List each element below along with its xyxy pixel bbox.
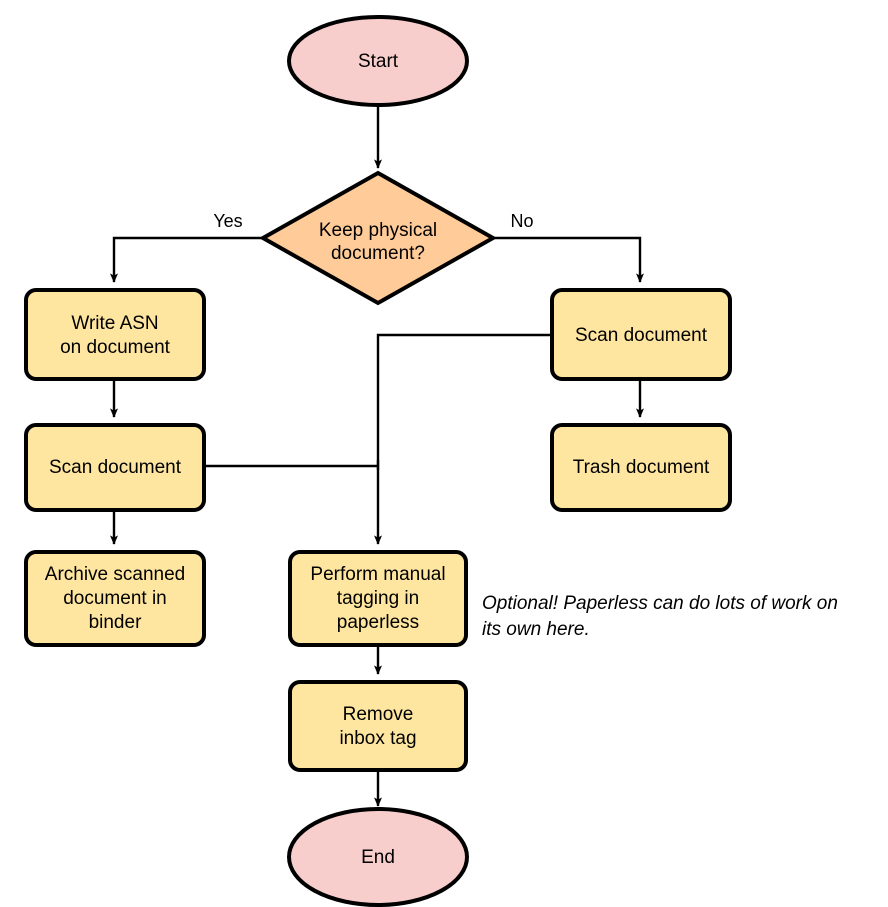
connector-layer bbox=[110, 105, 644, 807]
perform-manual-tagging-label-line-3: paperless bbox=[337, 612, 419, 633]
node-end[interactable]: End bbox=[287, 807, 469, 907]
archive-scanned-label-line-1: Archive scanned bbox=[45, 564, 185, 585]
start-label: Start bbox=[358, 51, 399, 72]
trash-document-label: Trash document bbox=[573, 457, 710, 478]
edge-decision-to-scan-right bbox=[493, 236, 644, 283]
write-asn-box bbox=[24, 288, 206, 381]
node-archive-scanned[interactable]: Archive scanned document in binder bbox=[24, 550, 206, 647]
start-ellipse bbox=[287, 15, 469, 107]
node-write-asn[interactable]: Write ASN on document bbox=[24, 288, 206, 381]
write-asn-label-line-2: on document bbox=[60, 337, 171, 358]
decision-label-line-2: document? bbox=[331, 243, 425, 264]
perform-manual-tagging-box bbox=[288, 550, 468, 647]
scan-document-left-label: Scan document bbox=[49, 457, 182, 478]
node-remove-inbox-tag[interactable]: Remove inbox tag bbox=[288, 680, 468, 772]
node-decision-keep-physical[interactable]: Keep physical document? bbox=[258, 170, 498, 306]
node-start[interactable]: Start bbox=[287, 15, 469, 107]
node-trash-document[interactable]: Trash document bbox=[550, 423, 732, 512]
perform-manual-tagging-label-line-1: Perform manual bbox=[310, 564, 445, 585]
archive-scanned-label-line-2: document in bbox=[63, 588, 167, 609]
write-asn-label-line-1: Write ASN bbox=[71, 313, 158, 334]
scan-document-right-label: Scan document bbox=[575, 325, 708, 346]
edge-scan-right-to-tagging bbox=[376, 333, 552, 470]
end-label: End bbox=[361, 847, 395, 868]
optional-note-line-1: Optional! Paperless can do lots of work … bbox=[482, 593, 838, 614]
edge-label-no: No bbox=[510, 211, 533, 231]
decision-diamond bbox=[258, 170, 498, 306]
scan-document-right-box bbox=[550, 288, 732, 381]
annotation-optional-note: Optional! Paperless can do lots of work … bbox=[482, 593, 838, 640]
perform-manual-tagging-label-line-2: tagging in bbox=[337, 588, 419, 609]
optional-note-line-2: its own here. bbox=[482, 619, 590, 640]
node-scan-document-right[interactable]: Scan document bbox=[550, 288, 732, 381]
node-perform-manual-tagging[interactable]: Perform manual tagging in paperless bbox=[288, 550, 468, 647]
remove-inbox-tag-box bbox=[288, 680, 468, 772]
archive-scanned-box bbox=[24, 550, 206, 647]
decision-label-line-1: Keep physical bbox=[319, 220, 437, 241]
edge-label-yes: Yes bbox=[213, 211, 242, 231]
scan-document-left-box bbox=[24, 423, 206, 512]
remove-inbox-tag-label-line-1: Remove bbox=[343, 704, 414, 725]
archive-scanned-label-line-3: binder bbox=[89, 612, 142, 633]
remove-inbox-tag-label-line-2: inbox tag bbox=[339, 728, 416, 749]
end-ellipse bbox=[287, 807, 469, 907]
edge-decision-to-write-asn bbox=[110, 236, 263, 283]
node-scan-document-left[interactable]: Scan document bbox=[24, 423, 206, 512]
trash-document-box bbox=[550, 423, 732, 512]
